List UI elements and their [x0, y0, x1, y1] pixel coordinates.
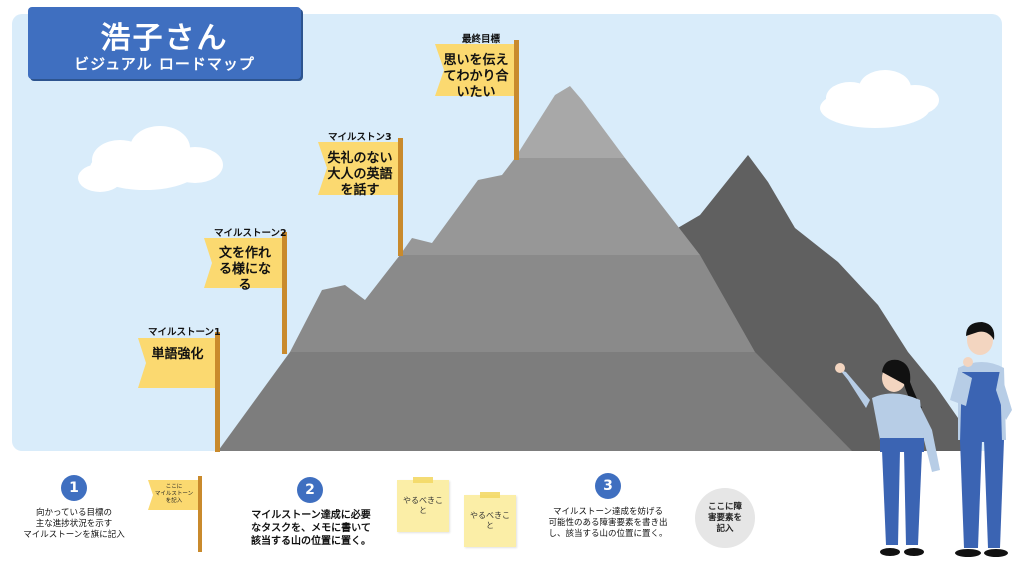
mountain-tier-3	[400, 158, 700, 255]
milestone-flag-text-2: 文を作れ る様にな る	[218, 246, 271, 293]
flag-1	[138, 338, 215, 388]
page-subtitle: ビジュアル ロードマップ	[74, 55, 255, 73]
man-figure	[950, 322, 1012, 557]
milestone-label-3: マイルストン3	[328, 132, 392, 143]
flag-pole-3	[398, 138, 403, 256]
flag-pole-4	[514, 40, 519, 160]
step-number-3: 3	[595, 473, 621, 499]
woman-figure	[835, 359, 940, 556]
step-number-1: 1	[61, 475, 87, 501]
milestone-flag-text-3: 失礼のない 大人の英語 を話す	[327, 151, 393, 198]
mountain-tier-top	[515, 86, 625, 158]
cloud-left	[78, 126, 223, 192]
step-text-3: マイルストーン達成を妨げる 可能性のある障害要素を書き出 し、該当する山の位置に…	[548, 507, 668, 539]
milestone-flag-text-1: 単語強化	[151, 347, 204, 362]
mountain-tier-2	[290, 255, 755, 352]
step-text-1: 向かっている目標の 主な進捗状況を示す マイルストーンを旗に記入	[23, 508, 125, 540]
milestone-label-1: マイルストーン1	[148, 327, 221, 338]
final-goal-flag-text: 思いを伝え てわかり合 いたい	[443, 53, 509, 100]
mountain-tier-1	[218, 352, 852, 451]
obstacle-circle[interactable]: ここに障 害要素を 記入	[695, 488, 755, 548]
sticky-note-1[interactable]: やるべきこ と	[397, 477, 449, 532]
page-title: 浩子さん	[100, 21, 229, 56]
example-flag-pole	[198, 476, 202, 552]
flag-2	[204, 238, 282, 288]
sticky-note-2[interactable]: やるべきこ と	[464, 492, 516, 547]
example-flag	[148, 480, 198, 510]
milestone-label-2: マイルストーン2	[214, 228, 287, 239]
example-flag-text: ここに マイルストーン を記入	[154, 484, 194, 504]
flag-pole-1	[215, 332, 220, 452]
final-goal-label: 最終目標	[462, 34, 501, 45]
cloud-right	[820, 70, 939, 128]
step-text-2: マイルストーン達成に必要 なタスクを、メモに書いて 該当する山の位置に置く。	[251, 510, 371, 547]
title-banner: 浩子さん ビジュアル ロードマップ	[28, 7, 301, 79]
flag-4	[435, 44, 514, 96]
flag-3	[318, 142, 398, 195]
flag-pole-2	[282, 232, 287, 354]
step-number-2: 2	[297, 477, 323, 503]
